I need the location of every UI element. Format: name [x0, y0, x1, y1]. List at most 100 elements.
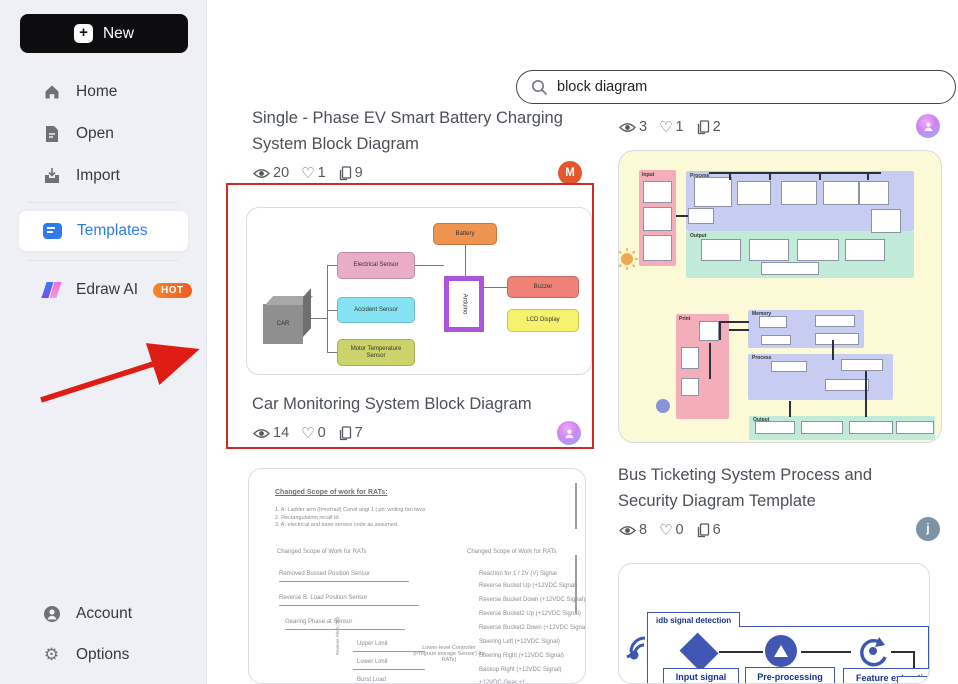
views-count: 20 [273, 165, 290, 181]
mini-box [759, 316, 787, 328]
template-title-ev[interactable]: Single - Phase EV Smart Battery Charging… [252, 109, 563, 153]
template-title-bus[interactable]: Bus Ticketing System Process and Securit… [618, 466, 873, 510]
mini-box [797, 239, 839, 261]
sidebar-divider [28, 260, 178, 261]
gear-icon: ⚙ [43, 645, 60, 665]
sidebar-item-import[interactable]: Import [0, 162, 207, 190]
avatar: M [558, 161, 582, 185]
mini-box [643, 181, 672, 203]
sidebar: + New Home Open Import Templates [0, 0, 207, 684]
sidebar-item-label: Import [76, 167, 120, 184]
sidebar-item-options[interactable]: ⚙ Options [0, 641, 207, 669]
connector-line [789, 401, 791, 417]
mini-box [749, 239, 789, 261]
sidebar-item-templates[interactable]: Templates [18, 210, 189, 252]
mini-box [841, 359, 883, 371]
mini-box [771, 361, 807, 372]
mini-box [681, 347, 699, 369]
signal-container [647, 626, 929, 683]
mini-box [871, 209, 901, 233]
views-count: 14 [273, 425, 290, 441]
mini-box [801, 421, 843, 434]
mini-box [643, 235, 672, 261]
connector-line [719, 321, 749, 323]
connector-line [819, 174, 821, 180]
hot-badge: HOT [153, 282, 192, 298]
sidebar-item-label: Options [76, 646, 130, 663]
connector-line [709, 343, 711, 379]
doc-col-header: Changed Scope of Work for RATs [277, 549, 367, 555]
edraw-ai-logo-icon [41, 281, 62, 300]
mini-box [815, 315, 855, 327]
mini-box [761, 262, 819, 275]
likes-count: 1 [317, 165, 326, 181]
template-title-car[interactable]: Car Monitoring System Block Diagram [252, 395, 532, 413]
new-button-label: New [102, 24, 134, 42]
likes-count: 0 [675, 522, 684, 538]
avatar [916, 114, 940, 138]
templates-icon [43, 223, 62, 239]
car-box-accident-sensor: Accident Sensor [337, 297, 415, 323]
connector-line [719, 322, 721, 340]
template-stats: 3 ♡1 2 [619, 118, 729, 136]
views-count: 8 [639, 522, 648, 538]
doc-row: Reaction for 1 / 2V (V) Signal [479, 571, 557, 577]
new-button[interactable]: + New [20, 14, 188, 53]
mini-box [755, 421, 795, 434]
signal-end-box [897, 676, 929, 683]
doc-row: Burst Load [357, 677, 387, 683]
connector-line [832, 340, 834, 360]
mini-box [699, 321, 719, 341]
sidebar-divider [28, 202, 178, 203]
doc-row: Reverse Bucket Down (+12VDC Signal) [479, 597, 586, 603]
sidebar-item-account[interactable]: Account [0, 600, 207, 628]
mini-box [643, 207, 672, 231]
doc-row: Reverse B. Load Position Sensor [279, 595, 368, 601]
mini-box [815, 333, 859, 345]
mini-box [688, 208, 714, 224]
search-input[interactable] [557, 79, 917, 95]
sidebar-item-label: Open [76, 125, 114, 142]
mini-box [849, 421, 893, 434]
sidebar-item-label: Edraw AI [76, 281, 139, 298]
avatar [557, 421, 581, 445]
template-thumbnail-car[interactable]: CAR Electrical Sensor Accident Sensor Mo… [246, 207, 592, 375]
sun-icon [619, 248, 638, 270]
doc-row: Lower Limit [357, 659, 388, 665]
doc-row: Upper Limit [357, 641, 388, 647]
avatar: j [916, 517, 940, 541]
sidebar-item-home[interactable]: Home [0, 78, 207, 106]
mini-box [823, 181, 859, 205]
doc-line: 1. A: Ladder arm (It=retrad) Const angl … [275, 507, 426, 513]
satellite-icon [626, 636, 646, 660]
car-box-lcd: LCD Display [507, 309, 579, 332]
mini-box [681, 378, 699, 396]
search-icon [531, 79, 548, 96]
doc-row: Reverse Bucket2 Up (+12VDC Signal) [479, 611, 581, 617]
car-box-electrical-sensor: Electrical Sensor [337, 252, 415, 279]
signal-container-label: idb signal detection [647, 612, 741, 627]
search-bar[interactable] [516, 70, 956, 104]
likes-count: 1 [675, 119, 684, 135]
likes-count: 0 [317, 425, 326, 441]
template-thumbnail-doc[interactable]: Changed Scope of work for RATs: 1. A: La… [248, 468, 586, 684]
doc-row: Removed Bussed Position Sensor [279, 571, 371, 577]
doc-side-label: Reverse Pitch (Tilt) [335, 616, 340, 655]
template-thumbnail-bus[interactable]: Input Process Output Print Memory Proces… [618, 150, 942, 443]
views-count: 3 [639, 119, 648, 135]
sidebar-item-label: Account [76, 605, 133, 622]
template-stats: 8 ♡0 6 [619, 521, 729, 539]
connector-line [865, 371, 867, 417]
sidebar-item-edraw-ai[interactable]: Edraw AI HOT [0, 276, 207, 304]
home-icon [42, 83, 61, 102]
account-icon [42, 605, 61, 624]
mini-box [859, 181, 889, 205]
sidebar-item-open[interactable]: Open [0, 120, 207, 148]
car-box-arduino: Arduino [444, 276, 484, 332]
connector-line [676, 215, 688, 217]
mini-box [701, 239, 741, 261]
template-thumbnail-signal[interactable]: idb signal detection Input signal Pre-pr… [618, 563, 930, 684]
sidebar-item-label: Templates [77, 222, 148, 239]
copies-count: 2 [712, 119, 721, 135]
